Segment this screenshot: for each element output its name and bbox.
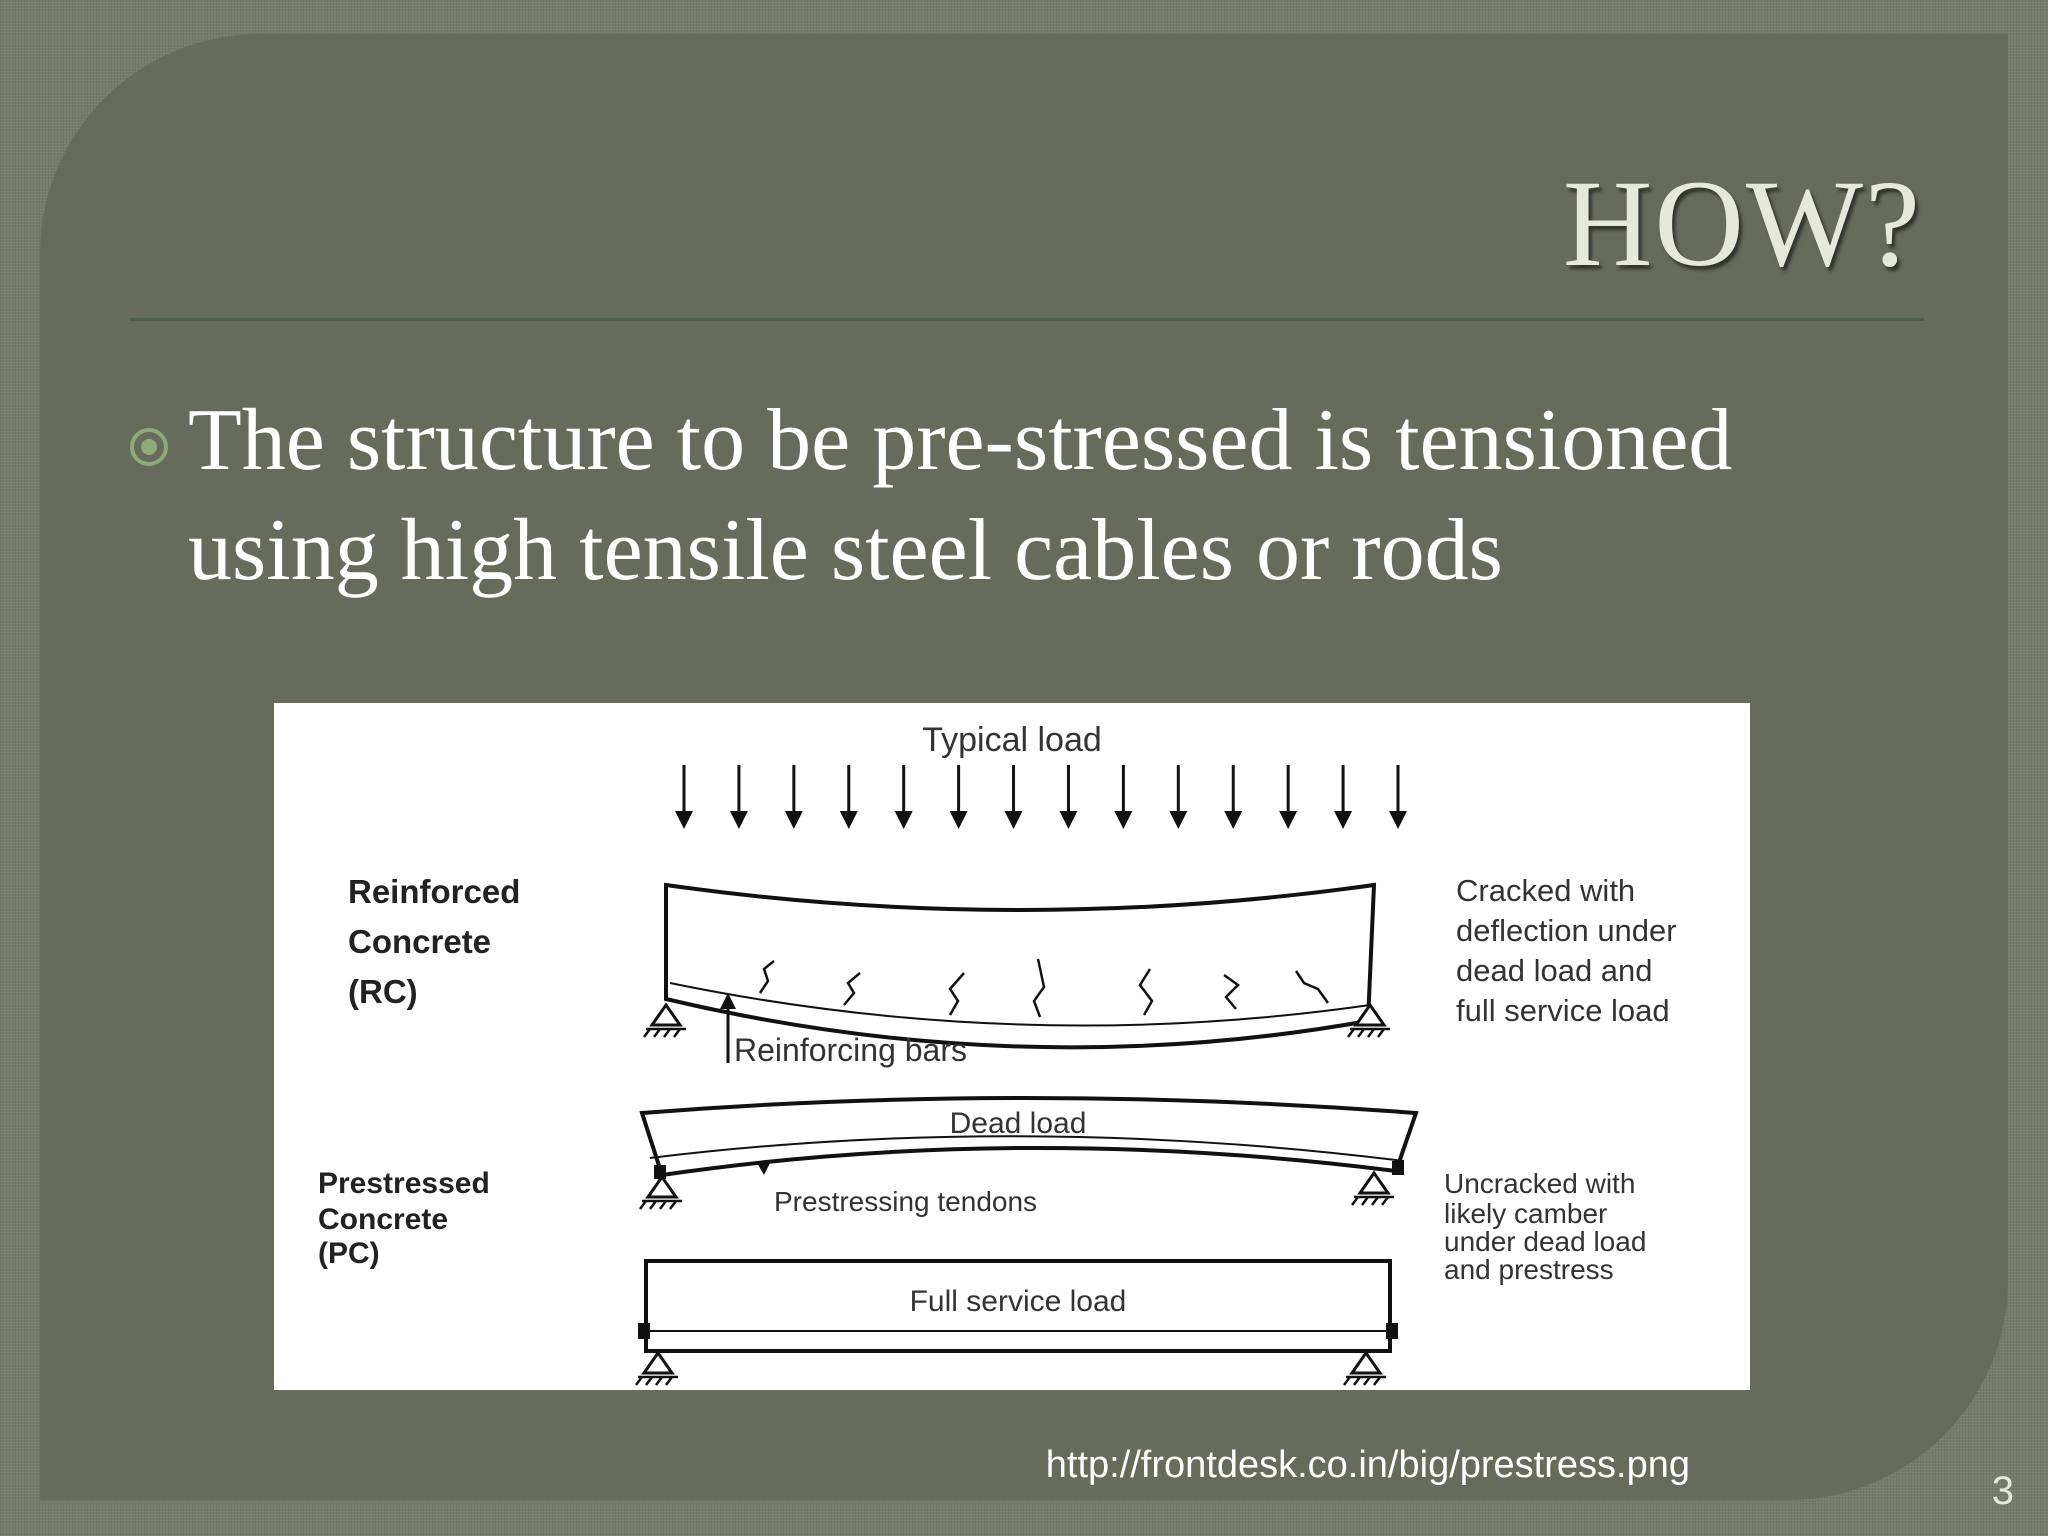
pc-note-line: likely camber	[1444, 1198, 1607, 1229]
pc-note: Uncracked with likely camber under dead …	[1444, 1168, 1654, 1285]
pc-label-line: (PC)	[318, 1237, 380, 1270]
prestressing-tendons-label: Prestressing tendons	[774, 1186, 1037, 1217]
tendon-anchor	[1392, 1161, 1404, 1175]
tendon-pointer-head	[756, 1161, 770, 1175]
crack	[758, 960, 775, 994]
pc-beam-full-load	[635, 1259, 1398, 1386]
load-arrow-head	[675, 811, 693, 829]
pc-label-line: Concrete	[318, 1203, 448, 1236]
pc-note-line: Uncracked with	[1444, 1168, 1635, 1199]
tendon-anchor	[638, 1323, 650, 1339]
ground-hatch	[1343, 1375, 1386, 1386]
pin-support-icon	[645, 1174, 679, 1199]
typical-load-label: Typical load	[922, 721, 1102, 759]
source-link[interactable]: http://frontdesk.co.in/big/prestress.png	[1045, 1444, 1690, 1486]
rc-note-line: Cracked with	[1456, 873, 1635, 908]
rc-note-line: deflection under	[1456, 913, 1677, 948]
rc-note-line: dead load and	[1456, 953, 1653, 988]
load-arrow-head	[1389, 811, 1407, 829]
title-divider	[130, 318, 1924, 321]
bullet-text: The structure to be pre-stressed is tens…	[188, 392, 1733, 599]
pc-note-line: under dead load	[1444, 1226, 1646, 1257]
load-arrows	[675, 765, 1407, 829]
ground-hatch	[1347, 1027, 1390, 1038]
pc-note-line: and prestress	[1444, 1254, 1614, 1285]
load-arrow-head	[1004, 811, 1023, 829]
pc-label: Prestressed Concrete (PC)	[318, 1167, 498, 1270]
crack	[843, 972, 861, 1006]
rc-label: Reinforced Concrete (RC)	[348, 873, 530, 1010]
ground-hatch	[643, 1027, 686, 1038]
rc-note-line: full service load	[1456, 993, 1670, 1028]
pin-support-icon	[641, 1350, 675, 1375]
rc-note: Cracked with deflection under dead load …	[1456, 873, 1685, 1028]
crack	[948, 972, 965, 1016]
tendon-anchor	[1386, 1323, 1398, 1339]
full-service-load-label: Full service load	[910, 1285, 1127, 1318]
ground-hatch	[635, 1375, 678, 1386]
pin-support-icon	[1349, 1350, 1383, 1375]
tendon-line	[649, 1135, 1405, 1162]
slide-title: HOW?	[1562, 155, 1922, 292]
pc-beam-dead-load	[639, 1096, 1419, 1210]
rc-label-line: Concrete	[348, 923, 491, 960]
rc-beam	[643, 882, 1390, 1063]
rc-label-line: (RC)	[348, 973, 418, 1010]
ground-hatch	[1351, 1195, 1394, 1206]
load-arrow-head	[1334, 811, 1353, 829]
crack	[1223, 973, 1240, 1010]
prestress-diagram-svg: Typical load Reinforced Concrete (RC)	[318, 721, 1685, 1386]
reinforcing-bar-line	[669, 982, 1371, 1027]
tendon-anchor	[654, 1165, 666, 1179]
load-arrow-head	[784, 811, 803, 829]
bullet-circle-icon	[130, 428, 168, 466]
pin-support-icon	[649, 1002, 683, 1027]
slide-number: 3	[1991, 1469, 2014, 1513]
ground-hatch	[639, 1199, 682, 1210]
load-arrow-head	[1169, 811, 1188, 829]
pin-support-icon	[1357, 1170, 1391, 1195]
crack	[1138, 968, 1154, 1016]
load-arrow-head	[1059, 811, 1078, 829]
pc-label-line: Prestressed	[318, 1167, 490, 1200]
bar-pointer-head	[720, 993, 736, 1009]
load-arrow-head	[1114, 811, 1133, 829]
load-arrow-head	[729, 811, 748, 829]
load-arrow-head	[894, 811, 913, 829]
load-arrow-head	[949, 811, 968, 829]
load-arrow-head	[839, 811, 858, 829]
prestress-diagram: Typical load Reinforced Concrete (RC)	[274, 703, 1750, 1390]
rc-label-line: Reinforced	[348, 873, 520, 910]
load-arrow-head	[1279, 811, 1298, 829]
pin-support-icon	[1353, 1002, 1387, 1027]
load-arrow-head	[1224, 811, 1243, 829]
dead-load-label: Dead load	[950, 1107, 1087, 1140]
crack	[1032, 958, 1046, 1018]
crack	[1294, 970, 1330, 1004]
reinforcing-bars-label: Reinforcing bars	[734, 1032, 967, 1068]
